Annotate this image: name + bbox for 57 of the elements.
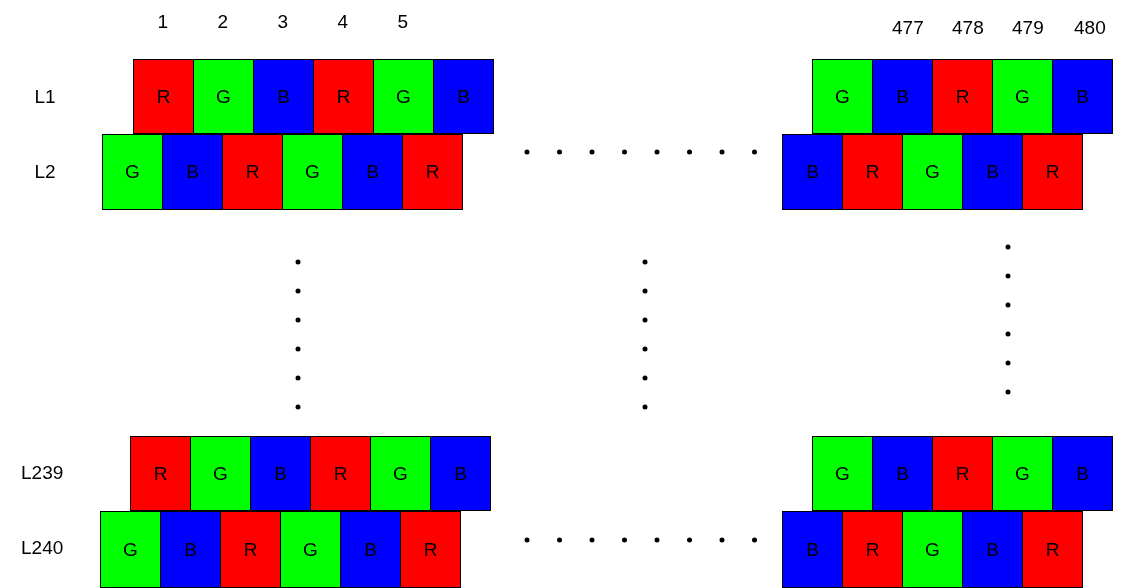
subpixel: B	[1052, 436, 1113, 511]
subpixel: B	[253, 59, 314, 134]
column-number: 4	[337, 11, 349, 33]
subpixel: G	[902, 511, 963, 588]
subpixel: R	[133, 59, 194, 134]
subpixel: B	[962, 134, 1023, 210]
subpixel: B	[162, 134, 223, 210]
subpixel: B	[782, 511, 843, 588]
column-number: 477	[892, 17, 924, 39]
row-label: L240	[21, 537, 64, 559]
subpixel: G	[370, 436, 431, 511]
column-number: 3	[277, 11, 289, 33]
subpixel: B	[782, 134, 843, 210]
column-number: 1	[157, 11, 169, 33]
subpixel: G	[812, 436, 873, 511]
subpixel: G	[282, 134, 343, 210]
subpixel: R	[1022, 511, 1083, 588]
column-number: 478	[952, 17, 984, 39]
subpixel: R	[313, 59, 374, 134]
subpixel: R	[130, 436, 191, 511]
subpixel: B	[962, 511, 1023, 588]
row-label: L239	[21, 462, 64, 484]
subpixel: G	[992, 59, 1053, 134]
subpixel: G	[193, 59, 254, 134]
subpixel: R	[932, 59, 993, 134]
subpixel: R	[932, 436, 993, 511]
subpixel: G	[280, 511, 341, 588]
subpixel: B	[430, 436, 491, 511]
subpixel: G	[373, 59, 434, 134]
subpixel: B	[433, 59, 494, 134]
subpixel: B	[342, 134, 403, 210]
subpixel: G	[812, 59, 873, 134]
subpixel: R	[220, 511, 281, 588]
column-number: 5	[397, 11, 409, 33]
subpixel: B	[160, 511, 221, 588]
subpixel: G	[902, 134, 963, 210]
row-label: L1	[34, 86, 56, 108]
subpixel: B	[1052, 59, 1113, 134]
column-number: 2	[217, 11, 229, 33]
subpixel: B	[872, 59, 933, 134]
subpixel: R	[222, 134, 283, 210]
subpixel: G	[102, 134, 163, 210]
subpixel: R	[842, 134, 903, 210]
subpixel: G	[100, 511, 161, 588]
subpixel: R	[402, 134, 463, 210]
column-number: 479	[1012, 17, 1044, 39]
subpixel: B	[340, 511, 401, 588]
subpixel: R	[310, 436, 371, 511]
column-number: 480	[1074, 17, 1106, 39]
subpixel: B	[872, 436, 933, 511]
subpixel: R	[842, 511, 903, 588]
subpixel: G	[992, 436, 1053, 511]
subpixel: R	[400, 511, 461, 588]
subpixel: B	[250, 436, 311, 511]
subpixel: R	[1022, 134, 1083, 210]
subpixel: G	[190, 436, 251, 511]
row-label: L2	[34, 161, 56, 183]
